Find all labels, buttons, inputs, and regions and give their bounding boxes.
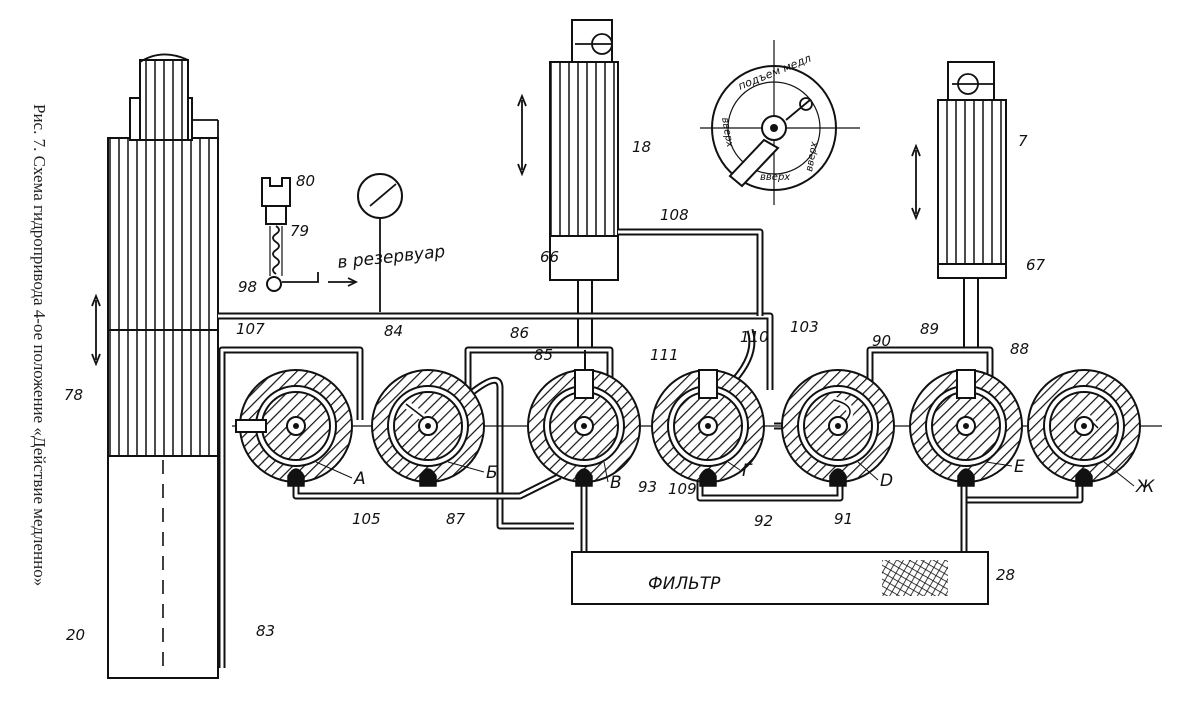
label-20: 20 bbox=[66, 626, 85, 644]
main-cylinder-20 bbox=[91, 53, 219, 679]
label-18: 18 bbox=[632, 138, 651, 156]
rotary-valve-7: Ж bbox=[1027, 369, 1155, 497]
label-111: 111 bbox=[650, 346, 679, 364]
label-83: 83 bbox=[256, 622, 275, 640]
rotary-valve-6: Е bbox=[909, 369, 1025, 487]
rotary-valve-5: D bbox=[781, 369, 895, 491]
rotary-valve-3: В bbox=[527, 369, 641, 493]
dial-handle-icon[interactable] bbox=[728, 138, 780, 188]
label-103: 103 bbox=[790, 318, 819, 336]
label-108: 108 bbox=[660, 206, 689, 224]
label-87: 87 bbox=[446, 510, 466, 528]
pressure-gauge bbox=[357, 173, 403, 312]
dial-text-lower: вверх bbox=[760, 172, 790, 183]
label-91: 91 bbox=[834, 510, 853, 528]
rotary-valve-2: Б bbox=[371, 369, 498, 487]
filter-label: ФИЛЬТР bbox=[648, 574, 721, 594]
label-88: 88 bbox=[1010, 340, 1029, 358]
check-valve-icon bbox=[287, 468, 305, 487]
label-80: 80 bbox=[296, 172, 315, 190]
label-92: 92 bbox=[754, 512, 773, 530]
control-dial[interactable]: подъем медл вверх вверх вверх bbox=[700, 40, 860, 205]
figure-caption: Рис. 7. Схема гидропривода 4-ое положени… bbox=[30, 104, 49, 586]
cylinder-18 bbox=[517, 19, 619, 351]
label-85: 85 bbox=[534, 346, 553, 364]
label-78: 78 bbox=[64, 386, 83, 404]
dial-text-right: вверх bbox=[804, 141, 820, 173]
label-110: 110 bbox=[740, 328, 769, 346]
label-67: 67 bbox=[1026, 256, 1046, 274]
label-105: 105 bbox=[352, 510, 381, 528]
rotary-valve-4: Г bbox=[651, 369, 765, 487]
label-89: 89 bbox=[920, 320, 939, 338]
check-valve-icon bbox=[957, 468, 975, 487]
label-28: 28 bbox=[996, 566, 1015, 584]
label-66: 66 bbox=[540, 248, 559, 266]
label-79: 79 bbox=[290, 222, 309, 240]
check-valve-icon bbox=[829, 468, 847, 487]
valve-letter: Г bbox=[742, 461, 753, 481]
cylinder-7 bbox=[911, 61, 1007, 351]
filter-mesh-icon bbox=[882, 560, 948, 596]
rotary-valve-group: А Б В Г D Е Ж bbox=[235, 369, 1155, 497]
label-109: 109 bbox=[668, 480, 697, 498]
valve-letter: Е bbox=[1014, 457, 1025, 477]
check-valve-icon bbox=[699, 468, 717, 487]
valve-letter: Ж bbox=[1135, 477, 1155, 497]
check-valve-icon bbox=[1075, 468, 1093, 487]
reference-labels: 80 79 98 107 78 84 86 85 111 110 103 90 … bbox=[64, 132, 1046, 644]
label-7: 7 bbox=[1018, 132, 1028, 150]
valve-letter: D bbox=[880, 471, 893, 491]
valve-letter: В bbox=[610, 473, 622, 493]
dial-text-left: вверх bbox=[719, 117, 735, 149]
label-98: 98 bbox=[238, 278, 257, 296]
check-valve-icon bbox=[419, 468, 437, 487]
rotary-valve-1: А bbox=[235, 369, 366, 489]
reservoir-label: в резервуар bbox=[336, 242, 446, 273]
label-84: 84 bbox=[384, 322, 403, 340]
valve-letter: Б bbox=[486, 463, 498, 483]
valve-letter: А bbox=[353, 469, 366, 489]
label-107: 107 bbox=[236, 320, 265, 338]
label-86: 86 bbox=[510, 324, 529, 342]
relief-valve-79 bbox=[261, 177, 359, 292]
label-90: 90 bbox=[872, 332, 891, 350]
check-valve-icon bbox=[575, 468, 593, 487]
filter-28: ФИЛЬТР bbox=[571, 551, 989, 605]
label-93: 93 bbox=[638, 478, 657, 496]
